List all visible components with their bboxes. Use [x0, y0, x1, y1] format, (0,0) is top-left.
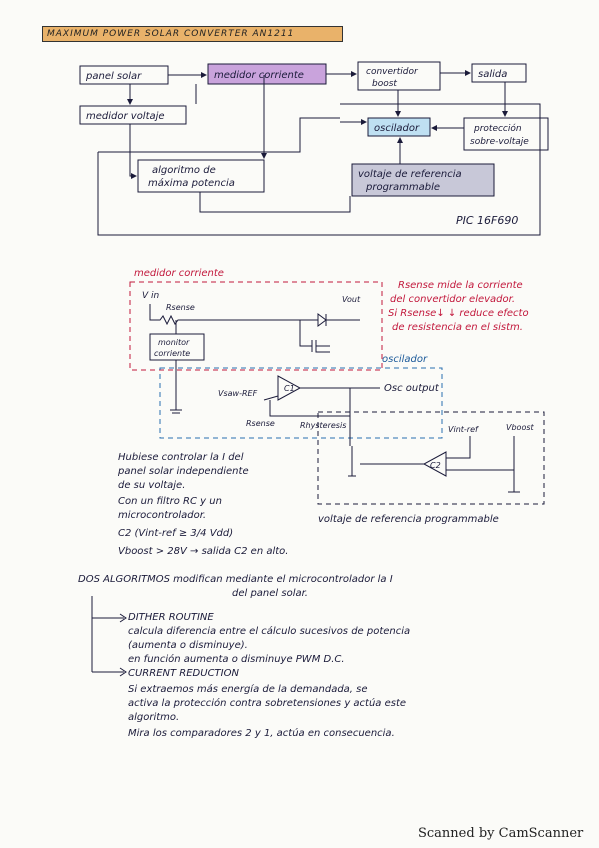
scanner-footer: Scanned by CamScanner: [418, 826, 584, 841]
oscillator-label: oscilador: [374, 123, 420, 134]
output-box: [471, 63, 527, 83]
mcu-label: PIC 16F690: [456, 214, 518, 227]
note-5: microcontrolador.: [118, 510, 207, 521]
reference-box: [351, 163, 495, 197]
protection-line2: sobre-voltaje: [470, 137, 529, 147]
c2-label: C2: [430, 461, 441, 470]
comparator-c2: [422, 451, 447, 477]
voltage-meter-label: medidor voltaje: [86, 111, 165, 122]
monitor-line1: monitor: [158, 338, 190, 347]
monitor-line2: corriente: [154, 349, 190, 358]
note-17: algoritmo.: [128, 712, 180, 723]
rsense-label: Rsense: [166, 303, 195, 312]
oscillator-box: [367, 117, 431, 137]
comparator-c1: [277, 375, 302, 401]
voltage-meter-box: [79, 105, 187, 125]
note-3: de su voltaje.: [118, 480, 186, 491]
boost-converter-box: [357, 61, 441, 91]
page-title: MAXIMUM POWER SOLAR CONVERTER AN1211: [42, 26, 343, 42]
algorithm-line2: máxima potencia: [148, 177, 235, 189]
oscillator-region: [159, 367, 443, 439]
note-15: Si extraemos más energía de la demandada…: [128, 684, 368, 695]
reference-line1: voltaje de referencia: [358, 169, 462, 180]
note-1: Hubiese controlar la I del: [118, 452, 244, 463]
note-11: calcula diferencia entre el cálculo suce…: [128, 626, 411, 637]
vsaw-ref-label: Vsaw-REF: [218, 389, 258, 398]
boost-line1: convertidor: [366, 67, 419, 77]
rhysteresis-label: Rhysteresis: [300, 421, 346, 430]
vint-ref-label: Vint-ref: [448, 425, 479, 434]
note-14: CURRENT REDUCTION: [128, 668, 239, 679]
note-18: Mira los comparadores 2 y 1, actúa en co…: [128, 728, 395, 739]
red-note-2: del convertidor elevador.: [390, 294, 515, 305]
panel-solar-label: panel solar: [85, 71, 142, 82]
current-meter-region: [129, 281, 383, 371]
note-13: en función aumenta o disminuye PWM D.C.: [128, 654, 345, 665]
vboost-label: Vboost: [506, 423, 535, 432]
algorithm-line1: algoritmo de: [152, 165, 216, 176]
protection-line1: protección: [473, 123, 522, 134]
osc-output-label: Osc output: [384, 383, 440, 394]
vin-label: V in: [142, 291, 160, 301]
note-16: activa la protección contra sobretension…: [128, 698, 407, 709]
note-2: panel solar independiente: [118, 466, 249, 477]
reference-line2: programmable: [365, 182, 440, 193]
reference-region: [317, 411, 545, 505]
note-12: (aumenta o disminuye).: [128, 640, 248, 651]
red-note-3: Si Rsense↓ ↓ reduce efecto: [388, 308, 529, 319]
protection-box: [463, 117, 549, 151]
output-label: salida: [478, 69, 507, 80]
rsense2-label: Rsense: [246, 419, 275, 428]
current-meter-label: medidor corriente: [214, 70, 304, 81]
note-4: Con un filtro RC y un: [118, 496, 222, 507]
red-note-4: de resistencia en el sistm.: [392, 322, 523, 333]
c1-label: C1: [284, 384, 295, 393]
vout-label: Vout: [342, 295, 361, 304]
note-8: DOS ALGORITMOS modifican mediante el mic…: [78, 574, 393, 585]
note-7: Vboost > 28V → salida C2 en alto.: [118, 546, 289, 557]
oscillator-region-title: oscilador: [382, 354, 428, 365]
boost-line2: boost: [372, 79, 397, 89]
current-meter-region-title: medidor corriente: [134, 268, 224, 279]
reference-region-title: voltaje de referencia programmable: [318, 514, 499, 525]
note-6: C2 (Vint-ref ≥ 3/4 Vdd): [118, 528, 234, 539]
note-10: DITHER ROUTINE: [128, 612, 214, 623]
red-note-1: Rsense mide la corriente: [398, 280, 523, 291]
note-9: del panel solar.: [232, 588, 308, 599]
algorithm-box: [137, 159, 265, 193]
